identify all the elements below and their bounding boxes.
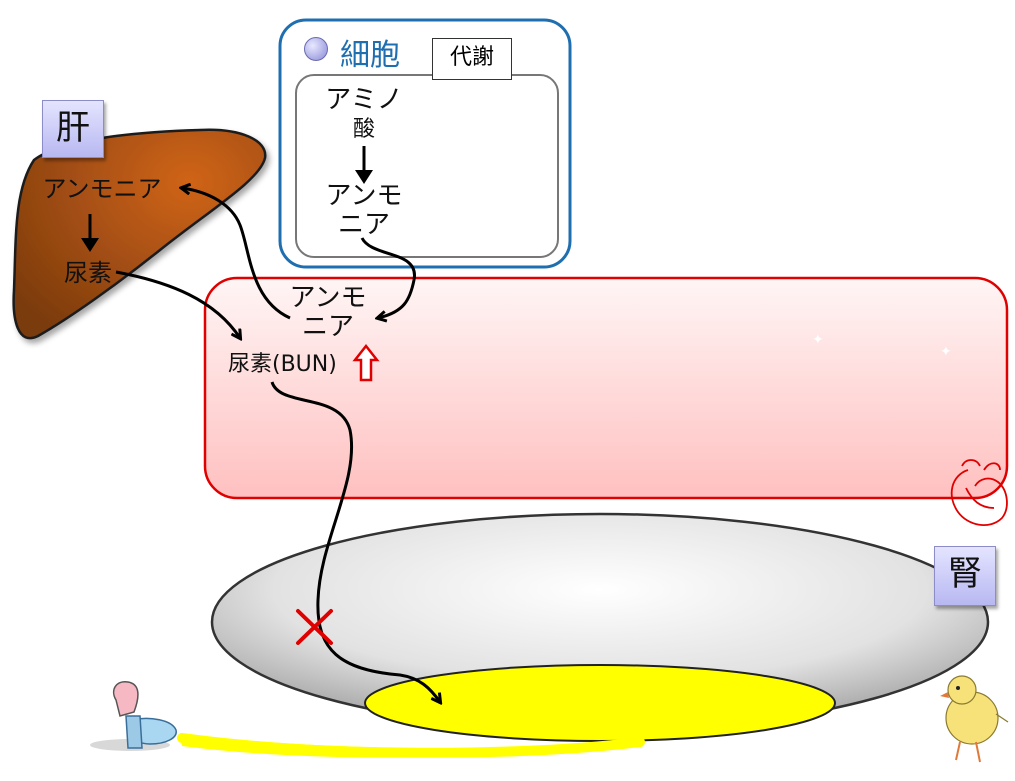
sparkle-icon: ✦ [812, 332, 824, 348]
cell-inner-box [295, 74, 559, 258]
chick-icon [940, 675, 1009, 763]
blocked-x-icon [296, 609, 333, 645]
liver-urea-label: 尿素 [64, 259, 112, 287]
metabolism-label: 代謝 [432, 38, 512, 80]
arrow-blood-to-liver [182, 188, 291, 320]
cell-ammonia-line1: アンモ [325, 181, 403, 211]
arrow-bun-to-urine [270, 381, 440, 702]
cell-amino-acid-line2: 酸 [352, 117, 375, 142]
heart-icon [950, 459, 1008, 526]
sparkle-icon: ✦ [940, 344, 952, 360]
cell-amino-acid-line1: アミノ [325, 85, 403, 115]
kidney-tag: 腎 [934, 546, 996, 606]
cell-bullet-icon [304, 37, 328, 61]
liver-shape [12, 128, 267, 340]
cell-ammonia-line2: ニア [337, 210, 390, 240]
toilet-icon [90, 681, 177, 751]
blood-box [203, 276, 1009, 500]
increase-up-arrow-icon [352, 343, 380, 382]
blood-ammonia-line2: ニア [301, 312, 354, 342]
urine-pool [364, 664, 836, 742]
arrow-cell-to-blood [360, 237, 416, 318]
liver-ammonia-label: アンモニア [42, 175, 162, 203]
arrow-liver-to-blood-bun [115, 270, 240, 338]
blood-bun-label: 尿素(BUN) [228, 352, 337, 377]
cell-title: 細胞 [340, 38, 400, 73]
blood-ammonia-line1: アンモ [289, 283, 367, 313]
liver-tag: 肝 [42, 100, 104, 158]
